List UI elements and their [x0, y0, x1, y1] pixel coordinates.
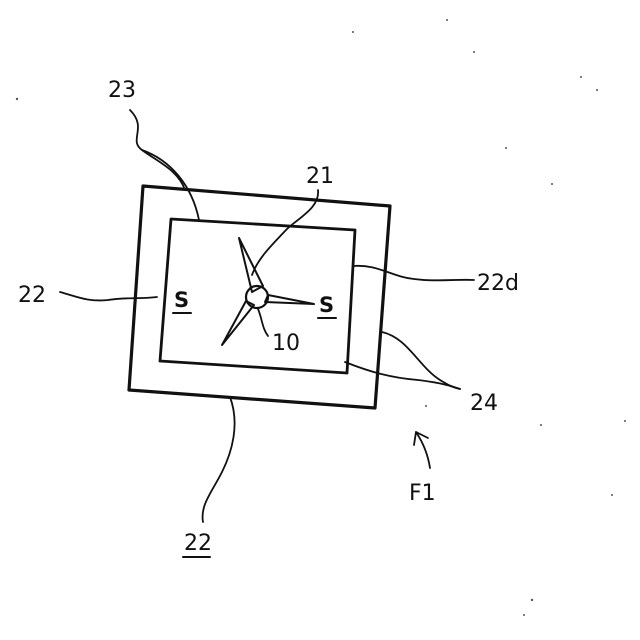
rotor-blade-upper [239, 238, 263, 292]
ref-label-21: 21 [306, 164, 334, 189]
ref-label-f1: F1 [409, 481, 436, 506]
ref-label-23: 23 [108, 78, 136, 103]
ref-label-24: 24 [470, 391, 498, 416]
leader-23-to-outer [130, 110, 185, 190]
leader-22-bottom [203, 397, 235, 522]
rotor [222, 238, 314, 345]
leader-10 [258, 309, 268, 336]
pole-label-left: S [174, 288, 189, 312]
ref-label-22-left: 22 [18, 283, 46, 308]
rotor-blade-right [265, 295, 314, 304]
leader-22-left [60, 292, 157, 300]
ref-label-22d: 22d [477, 271, 519, 296]
leader-lines [60, 110, 474, 522]
ref-label-10: 10 [272, 331, 300, 356]
leader-22d [353, 266, 474, 281]
leader-21 [252, 190, 318, 275]
leader-23-to-inner [142, 150, 199, 220]
ref-label-22-bottom: 22 [184, 531, 212, 556]
leader-24-lower [345, 362, 460, 389]
arrow-f1-head [414, 432, 428, 445]
pole-label-right: S [319, 293, 334, 317]
rotor-blade-lower [222, 301, 254, 345]
